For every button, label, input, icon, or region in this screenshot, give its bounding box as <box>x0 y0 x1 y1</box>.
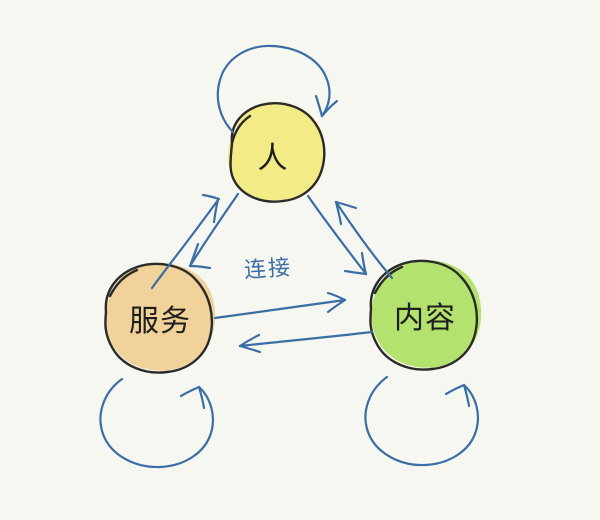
arrow-person-to-service <box>188 192 240 270</box>
node-label-person: 人 <box>257 141 289 176</box>
arrow-content-to-service <box>238 330 374 354</box>
node-outline-service <box>104 262 214 374</box>
node-fill-content <box>371 259 482 368</box>
arrow-service-to-content <box>213 291 347 320</box>
node-outline-person <box>229 102 326 203</box>
node-fill-person <box>227 101 326 203</box>
node-label-content: 内容 <box>394 301 456 336</box>
arrow-person-to-content <box>306 194 368 276</box>
arrow-service-to-person <box>150 193 221 290</box>
node-outline-content <box>369 259 479 371</box>
node-label-service: 服务 <box>129 304 191 339</box>
arrow-content-to-person <box>334 200 394 280</box>
self-loop-service <box>99 377 215 469</box>
edge-label-connect: 连接 <box>243 255 293 284</box>
self-loop-person <box>216 44 339 134</box>
self-loop-content <box>364 375 480 467</box>
node-fill-service <box>105 262 216 371</box>
